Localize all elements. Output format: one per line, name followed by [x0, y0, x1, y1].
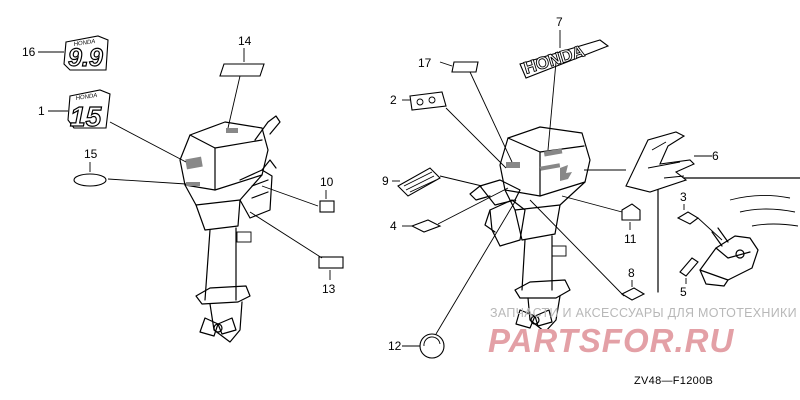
emblem-honda-small-text: HONDA — [73, 39, 95, 48]
callout-12: 12 — [388, 339, 402, 353]
callout-4: 4 — [390, 219, 397, 233]
callout-10: 10 — [320, 175, 334, 189]
label-part-13 — [318, 256, 344, 269]
drawing-code: ZV48—F1200B — [634, 375, 713, 387]
label-part-14 — [219, 63, 265, 77]
label-part-10 — [319, 200, 335, 213]
callout-8: 8 — [628, 266, 635, 280]
label-part-4 — [410, 219, 442, 233]
emblem-15: HONDA 15 — [67, 89, 111, 133]
callout-9: 9 — [382, 174, 389, 188]
callout-17: 17 — [418, 56, 432, 70]
callout-numbers: 16 1 15 14 10 13 17 2 7 9 4 12 11 8 6 3 … — [22, 15, 719, 353]
label-part-9 — [397, 167, 441, 197]
watermark-tagline: ЗАПЧАСТИ И АКСЕССУАРЫ ДЛЯ МОТОТЕХНИКИ — [490, 306, 797, 320]
callout-6: 6 — [712, 149, 719, 163]
callout-16: 16 — [22, 45, 36, 59]
label-part-8 — [620, 287, 646, 301]
leader-lines — [38, 30, 723, 347]
label-part-17 — [451, 61, 479, 73]
right-outboard-motor — [469, 126, 591, 333]
callout-2: 2 — [390, 93, 397, 107]
honda-badge: HONDA — [519, 39, 610, 79]
watermark: ЗАПЧАСТИ И АКСЕССУАРЫ ДЛЯ МОТОТЕХНИКИ PA… — [488, 306, 797, 359]
emblem-15-text: 15 — [70, 101, 102, 132]
callout-13: 13 — [322, 282, 336, 296]
honda-badge-text: HONDA — [522, 41, 587, 77]
callout-7: 7 — [556, 15, 563, 29]
emblem-9-9-text: 9.9 — [68, 44, 103, 72]
callout-5: 5 — [680, 285, 687, 299]
left-outboard-motor — [179, 115, 281, 343]
callout-15: 15 — [84, 147, 98, 161]
label-part-5 — [679, 257, 699, 277]
emblem-9-9: HONDA 9.9 — [63, 35, 109, 73]
callout-1: 1 — [38, 104, 45, 118]
label-part-11 — [621, 203, 641, 221]
label-part-3 — [676, 211, 699, 225]
oval-label — [73, 173, 107, 187]
label-part-12 — [419, 333, 445, 359]
callout-14: 14 — [238, 34, 252, 48]
callout-3: 3 — [680, 190, 687, 204]
label-part-2 — [409, 91, 447, 111]
four-stroke-emblem — [625, 131, 695, 193]
emblem-honda-small-text-2: HONDA — [75, 93, 97, 102]
callout-11: 11 — [624, 232, 637, 246]
watermark-brand: PARTSFOR.RU — [488, 322, 734, 359]
